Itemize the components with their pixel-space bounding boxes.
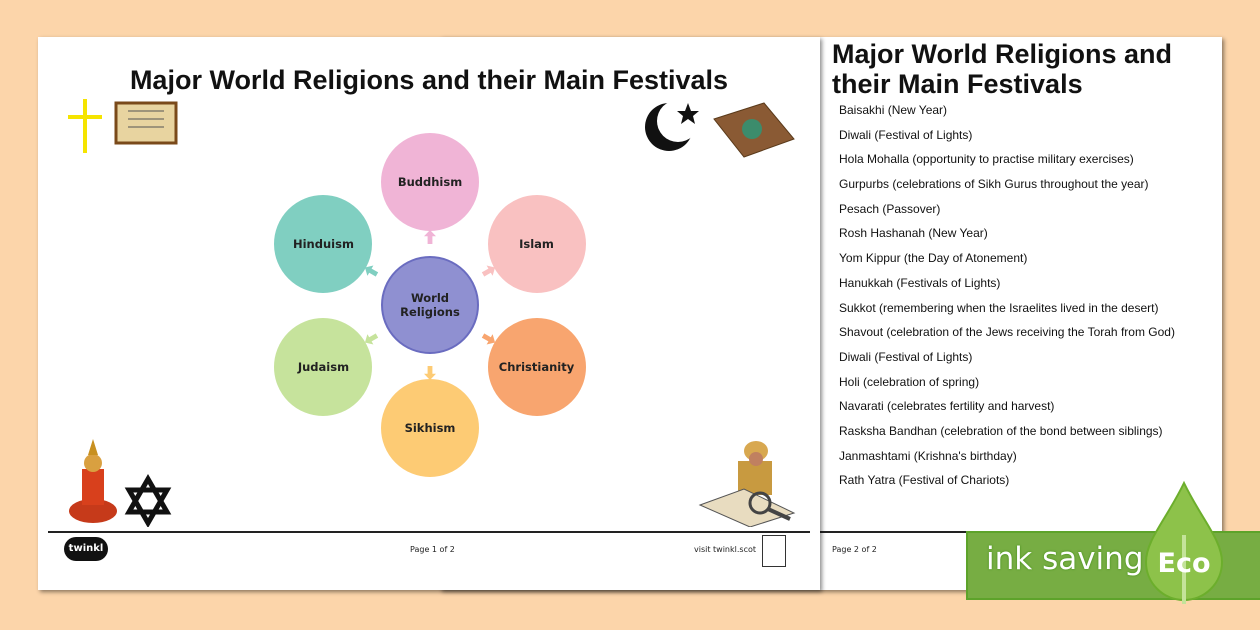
festival-item: Shavout (celebration of the Jews receivi… [839,325,1175,340]
node-label: Sikhism [404,421,456,435]
festival-item: Diwali (Festival of Lights) [839,127,973,142]
arrow-sikhism [424,366,436,380]
festival-item: Diwali (Festival of Lights) [839,349,973,364]
festival-item: Janmashtami (Krishna's birthday) [839,448,1017,463]
node-judaism: Judaism [274,317,373,416]
festival-item: Yom Kippur (the Day of Atonement) [839,251,1028,266]
arrow-buddhism [424,230,436,244]
leaf-icon: Eco [1144,480,1224,604]
festival-list: Baisakhi (New Year) Diwali (Festival of L… [839,101,1175,496]
node-label: Judaism [297,359,350,374]
festival-item: Hola Mohalla (opportunity to practise mi… [839,152,1134,167]
node-buddhism: Buddhism [381,133,479,231]
festival-item: Navarati (celebrates fertility and harve… [839,399,1055,414]
festival-item: Holi (celebration of spring) [839,374,980,389]
node-label: Buddhism [397,175,463,189]
footer-divider [48,531,810,533]
festival-item: Rasksha Bandhan (celebration of the bond… [839,423,1163,438]
page-1: Major World Religions and their Main Fes… [38,37,820,590]
cross-and-torah-icon [68,99,178,153]
festival-item: Baisakhi (New Year) [839,103,948,117]
visit-link[interactable]: visit twinkl.scot [694,545,756,554]
quality-badge-icon [762,535,786,567]
footer-divider [450,531,1212,533]
page-2-title: Major World Religions and their Main Fes… [832,39,1173,99]
eco-badge-label: Eco [1158,548,1211,579]
crescent-and-quran-icon [645,100,795,158]
page-title: Major World Religions and their Main Fes… [129,65,729,95]
twinkl-logo: twinkl [64,537,108,561]
node-hinduism: Hinduism [274,194,373,293]
festival-item: Rath Yatra (Festival of Chariots) [839,473,1010,488]
festival-item: Hanukkah (Festivals of Lights) [839,275,1001,290]
node-sikhism: Sikhism [381,379,479,477]
festival-item: Rosh Hashanah (New Year) [839,226,988,241]
page-number: Page 1 of 2 [410,545,455,554]
buddha-and-star-of-david-icon [69,439,172,527]
guru-and-book-icon [698,441,796,527]
node-label: Hinduism [292,236,354,251]
node-label: World Religions [400,291,460,319]
ink-saving-label: ink saving [986,541,1144,577]
page-number: Page 2 of 2 [832,545,877,554]
node-label: Islam [519,236,554,251]
node-christianity: Christianity [487,317,586,416]
festival-item: Pesach (Passover) [839,201,941,216]
node-label: Christianity [498,359,575,374]
node-islam: Islam [487,194,586,293]
festival-item: Gurpurbs (celebrations of Sikh Gurus thr… [839,177,1149,192]
center-node: World Religions [381,256,479,354]
festival-item: Sukkot (remembering when the Israelites … [839,300,1159,315]
